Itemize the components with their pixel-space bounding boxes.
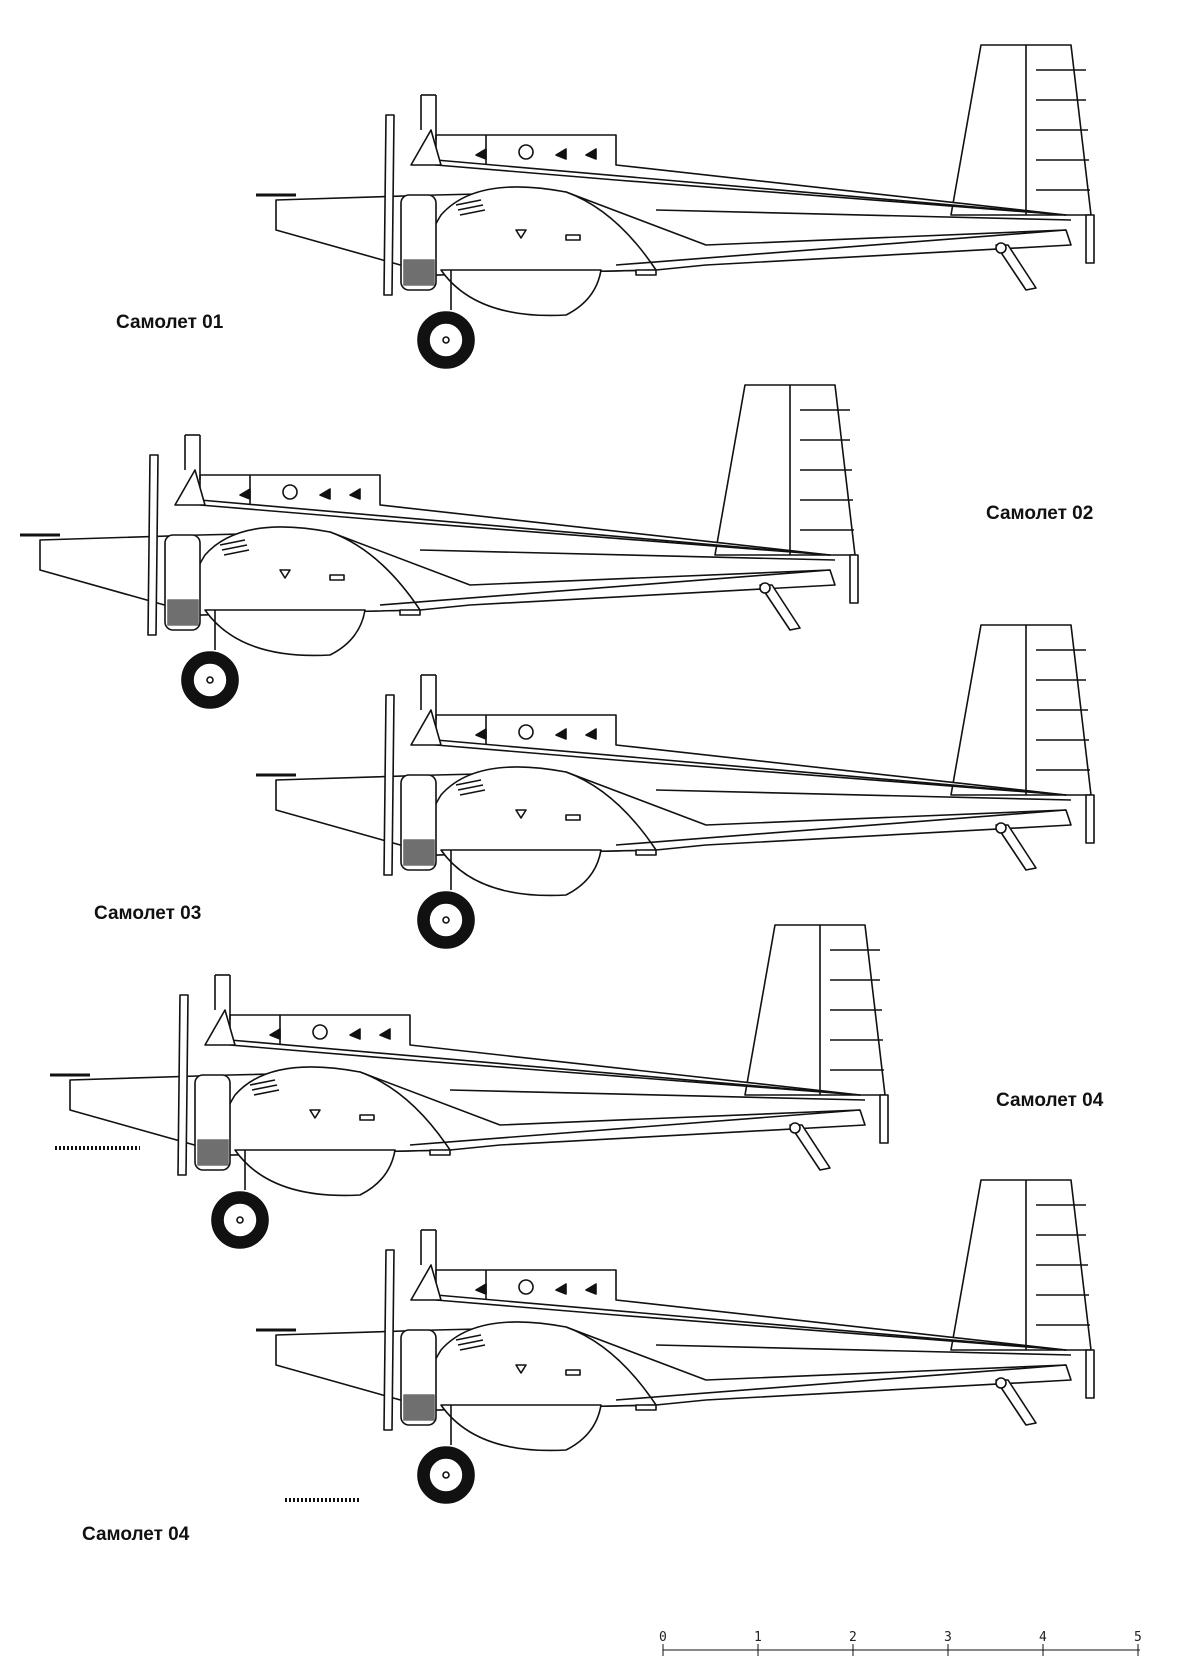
aircraft-label-03: Самолет 03 xyxy=(94,903,202,924)
scale-tick-0: 0 xyxy=(659,1630,667,1645)
scale-tick-2: 2 xyxy=(849,1630,857,1645)
aircraft-label-01: Самолет 01 xyxy=(116,312,224,333)
aircraft-01 xyxy=(254,43,1096,370)
aircraft-02 xyxy=(18,383,860,710)
scale-tick-3: 3 xyxy=(944,1630,952,1645)
aircraft-label-05: Самолет 04 xyxy=(82,1524,190,1545)
aircraft-label-04: Самолет 04 xyxy=(996,1090,1104,1111)
scale-tick-5: 5 xyxy=(1134,1630,1142,1645)
scale-tick-4: 4 xyxy=(1039,1630,1047,1645)
aircraft-05 xyxy=(254,1178,1096,1505)
scale-tick-1: 1 xyxy=(754,1630,762,1645)
aircraft-label-02: Самолет 02 xyxy=(986,503,1094,524)
aircraft-03 xyxy=(254,623,1096,950)
scale-bar xyxy=(662,1644,1140,1656)
aircraft-04 xyxy=(48,923,890,1250)
